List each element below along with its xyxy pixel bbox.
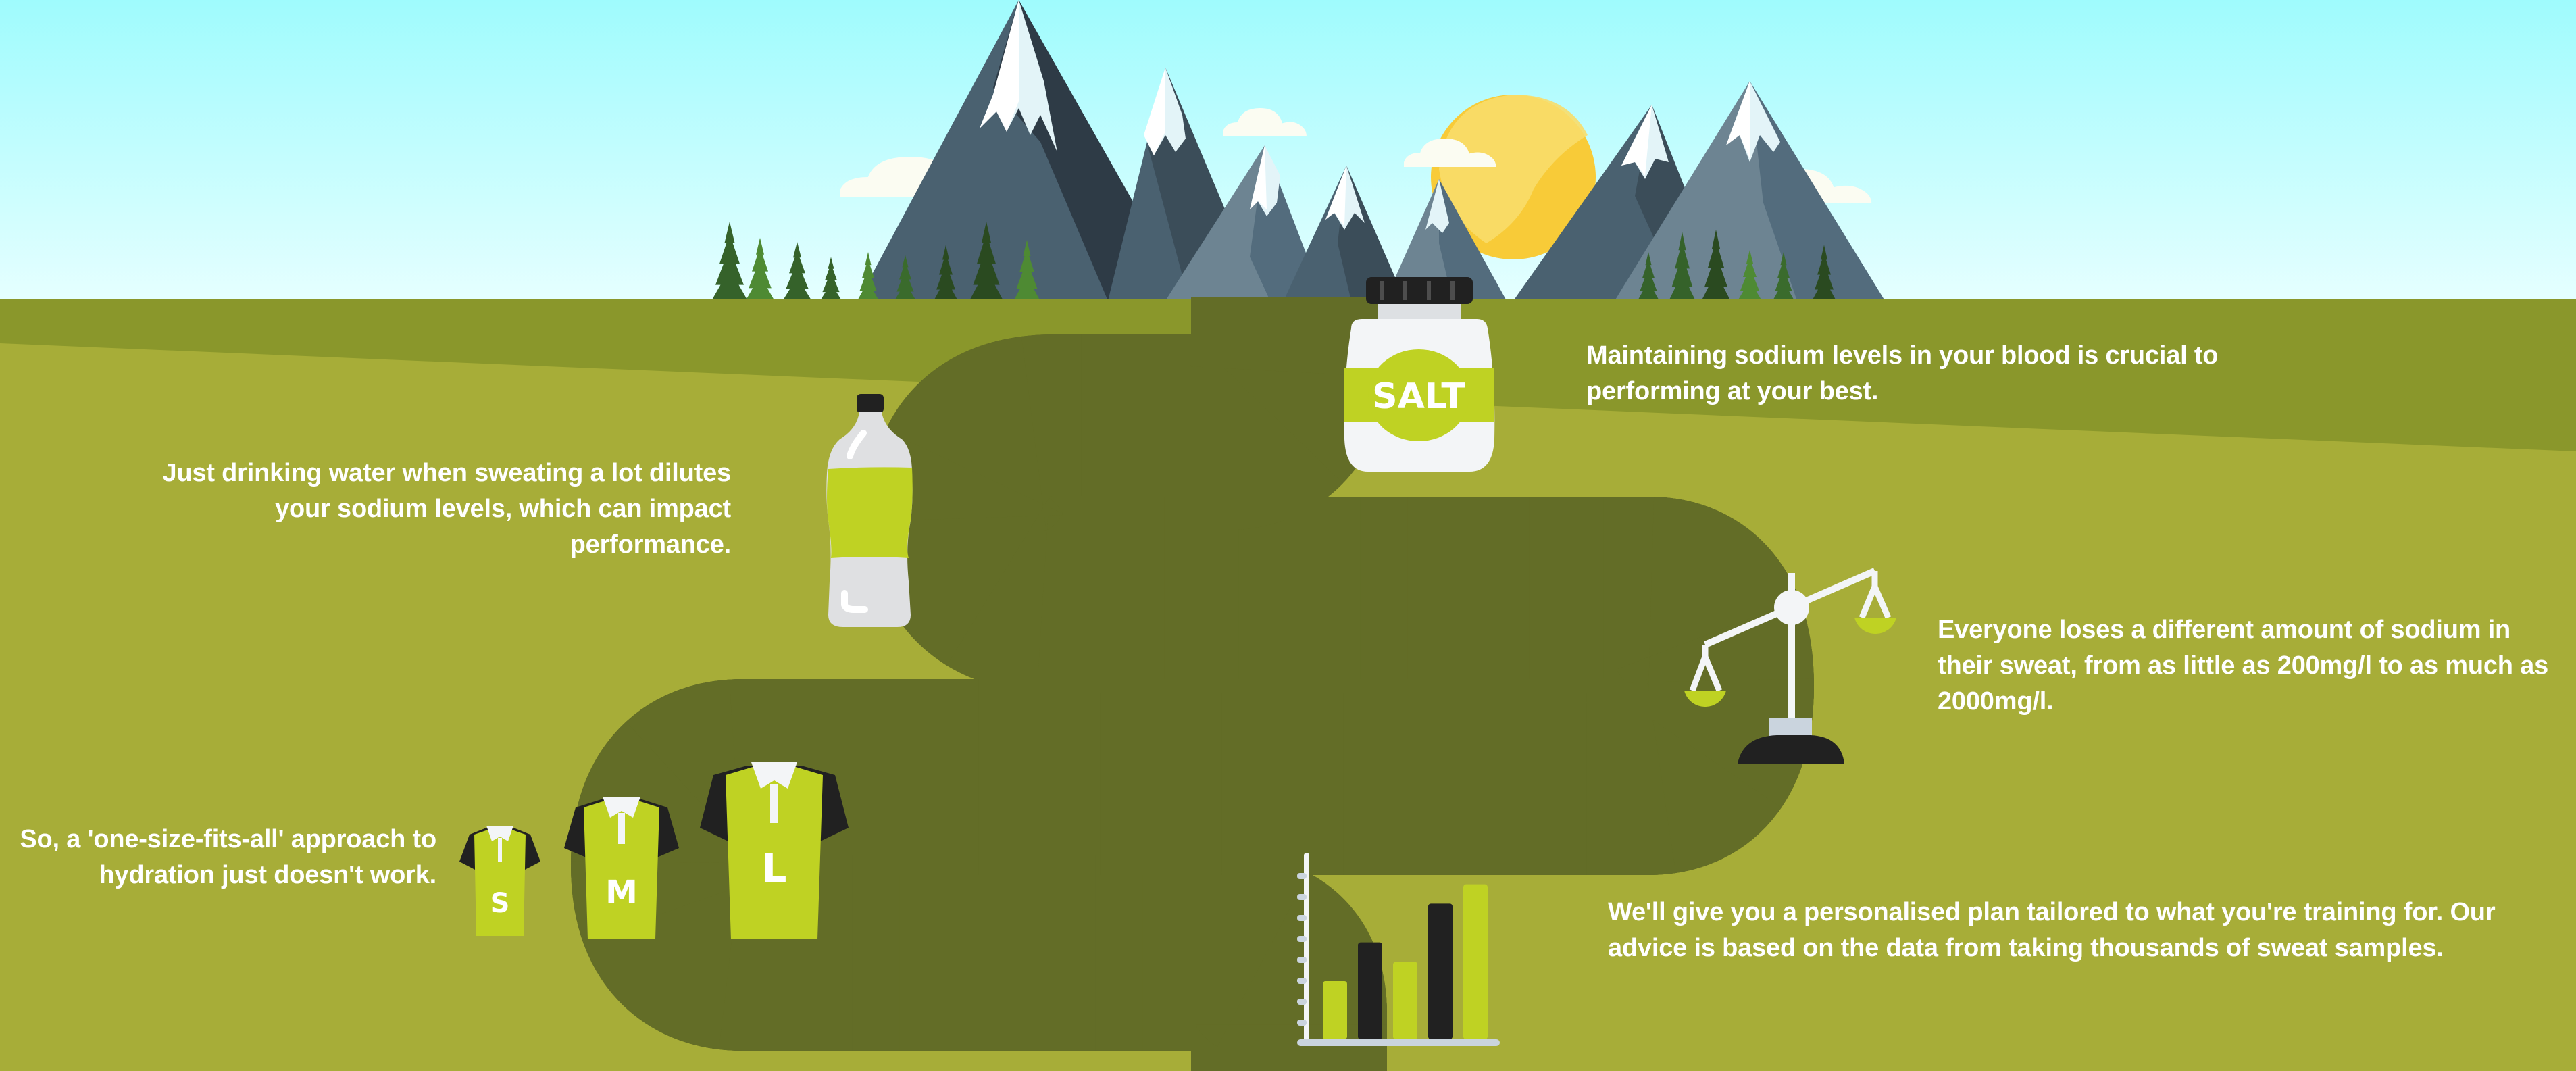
shirt-size-s: S <box>490 888 510 919</box>
bar-chart-icon-bar <box>1358 942 1382 1039</box>
bar-chart-icon-tick <box>1297 978 1307 984</box>
bar-chart-icon-tick <box>1297 915 1307 921</box>
bar-chart-icon-tick <box>1297 957 1307 963</box>
bar-chart-icon <box>1297 853 1500 1046</box>
bar-chart-icon-bar <box>1428 903 1453 1039</box>
balance-scale-icon <box>1684 568 1896 764</box>
mountain-range <box>858 0 1885 301</box>
shirt-size-l: L <box>762 845 787 891</box>
sun-icon <box>1431 95 1596 259</box>
caption-one-size: So, a 'one-size-fits-all' approach to hy… <box>20 825 436 889</box>
bar-chart-icon-tick <box>1297 873 1307 879</box>
bar-chart-icon-tick <box>1297 936 1307 942</box>
bar-chart-icon-bar <box>1323 981 1347 1039</box>
water-bottle-icon <box>826 394 913 627</box>
caption-personalised-plan: We'll give you a personalised plan tailo… <box>1608 898 2496 962</box>
shirt-large: L <box>700 762 849 939</box>
shirt-small: S <box>459 826 540 936</box>
salt-jar-icon: SALT <box>1344 277 1495 472</box>
shirt-medium: M <box>564 797 679 939</box>
caption-sodium-blood: Maintaining sodium levels in your blood … <box>1586 341 2219 405</box>
caption-sodium-loss: Everyone loses a different amount of sod… <box>1938 616 2549 716</box>
bar-chart-icon-bar <box>1393 962 1417 1039</box>
shirt-size-m: M <box>605 874 638 912</box>
caption-drinking-water: Just drinking water when sweating a lot … <box>162 459 731 559</box>
bar-chart-icon-tick <box>1297 894 1307 900</box>
bar-chart-icon-tick <box>1297 1020 1307 1026</box>
bar-chart-icon-tick <box>1297 999 1307 1005</box>
salt-label: SALT <box>1372 376 1465 417</box>
bar-chart-icon-bar <box>1463 884 1488 1039</box>
